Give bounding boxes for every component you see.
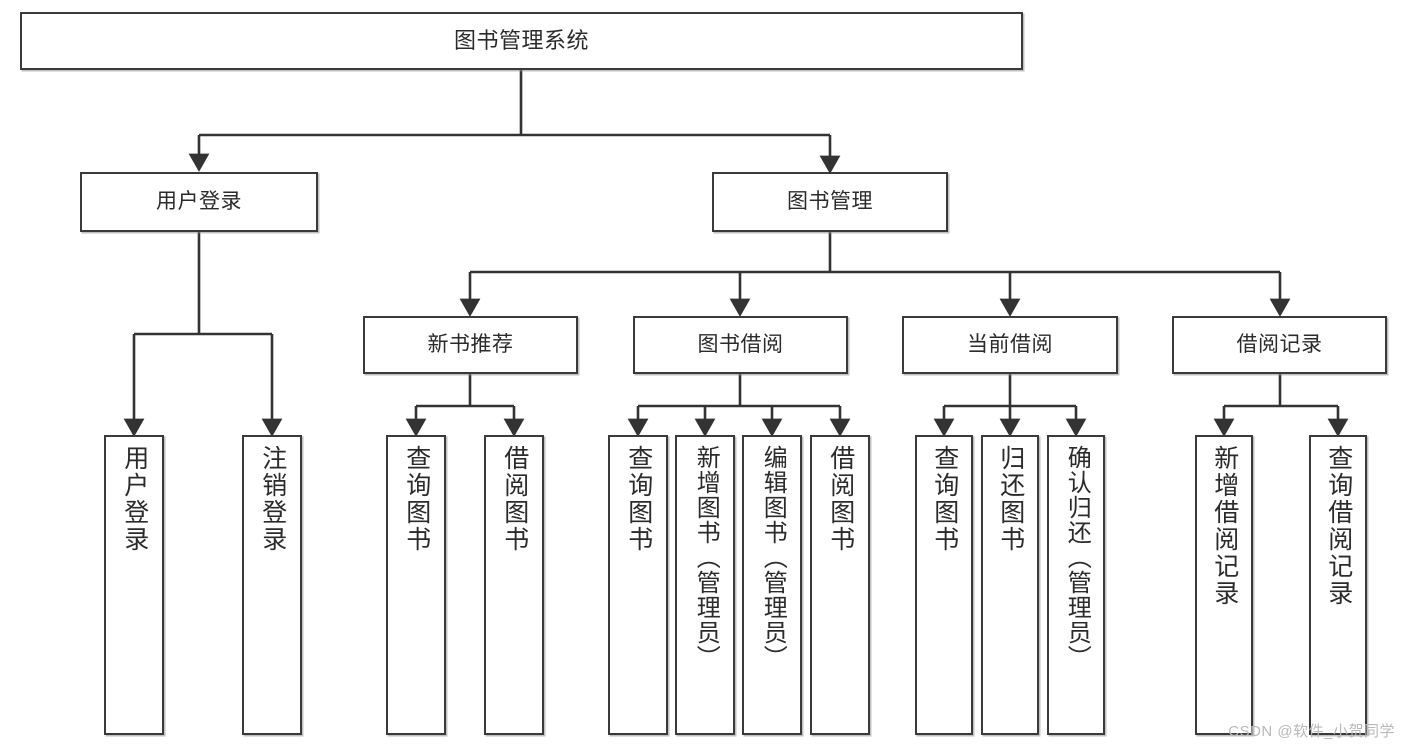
node-user-login-label: 用户登录 bbox=[156, 189, 242, 213]
watermark: CSDN @软件_小贺同学 bbox=[1228, 723, 1395, 740]
node-new-book-rec-label: 新书推荐 bbox=[427, 332, 514, 356]
leaf-add-record-label: 新增借阅记录 bbox=[1210, 445, 1239, 607]
leaf-edit-book[interactable]: 编辑图书（管理员） bbox=[742, 435, 802, 735]
leaf-logout[interactable]: 注销登录 bbox=[242, 435, 302, 735]
leaf-add-book-label: 新增图书（管理员） bbox=[692, 445, 720, 670]
leaf-borrow-book-1-label: 借阅图书 bbox=[500, 445, 529, 553]
leaf-add-book[interactable]: 新增图书（管理员） bbox=[675, 435, 735, 735]
node-current-borrow[interactable]: 当前借阅 bbox=[902, 316, 1118, 374]
leaf-add-record[interactable]: 新增借阅记录 bbox=[1195, 435, 1253, 735]
leaf-query-book-1[interactable]: 查询图书 bbox=[386, 435, 446, 735]
leaf-query-book-2[interactable]: 查询图书 bbox=[608, 435, 668, 735]
node-book-borrow[interactable]: 图书借阅 bbox=[633, 316, 848, 374]
node-borrow-record[interactable]: 借阅记录 bbox=[1172, 316, 1387, 374]
node-user-login[interactable]: 用户登录 bbox=[80, 172, 318, 232]
leaf-return-book-label: 归还图书 bbox=[996, 445, 1025, 553]
leaf-confirm-return-label: 确认归还（管理员） bbox=[1063, 445, 1091, 670]
leaf-login-label: 用户登录 bbox=[120, 445, 149, 553]
leaf-login[interactable]: 用户登录 bbox=[104, 435, 164, 735]
leaf-borrow-book-1[interactable]: 借阅图书 bbox=[484, 435, 544, 735]
node-book-manage[interactable]: 图书管理 bbox=[712, 172, 948, 232]
node-current-borrow-label: 当前借阅 bbox=[967, 332, 1053, 356]
leaf-query-record-label: 查询借阅记录 bbox=[1324, 445, 1353, 607]
leaf-borrow-book-2-label: 借阅图书 bbox=[826, 445, 855, 553]
leaf-borrow-book-2[interactable]: 借阅图书 bbox=[810, 435, 870, 735]
leaf-confirm-return[interactable]: 确认归还（管理员） bbox=[1047, 435, 1105, 735]
node-new-book-rec[interactable]: 新书推荐 bbox=[363, 316, 578, 374]
leaf-query-book-3-label: 查询图书 bbox=[930, 445, 959, 553]
node-root[interactable]: 图书管理系统 bbox=[20, 12, 1023, 70]
leaf-return-book[interactable]: 归还图书 bbox=[981, 435, 1039, 735]
node-root-label: 图书管理系统 bbox=[453, 28, 589, 54]
leaf-query-record[interactable]: 查询借阅记录 bbox=[1309, 435, 1367, 735]
leaf-edit-book-label: 编辑图书（管理员） bbox=[759, 445, 787, 670]
leaf-query-book-1-label: 查询图书 bbox=[402, 445, 431, 553]
node-borrow-record-label: 借阅记录 bbox=[1236, 332, 1323, 356]
leaf-query-book-2-label: 查询图书 bbox=[624, 445, 653, 553]
node-book-borrow-label: 图书借阅 bbox=[697, 332, 784, 356]
leaf-logout-label: 注销登录 bbox=[258, 445, 287, 553]
node-book-manage-label: 图书管理 bbox=[787, 189, 873, 213]
leaf-query-book-3[interactable]: 查询图书 bbox=[915, 435, 973, 735]
